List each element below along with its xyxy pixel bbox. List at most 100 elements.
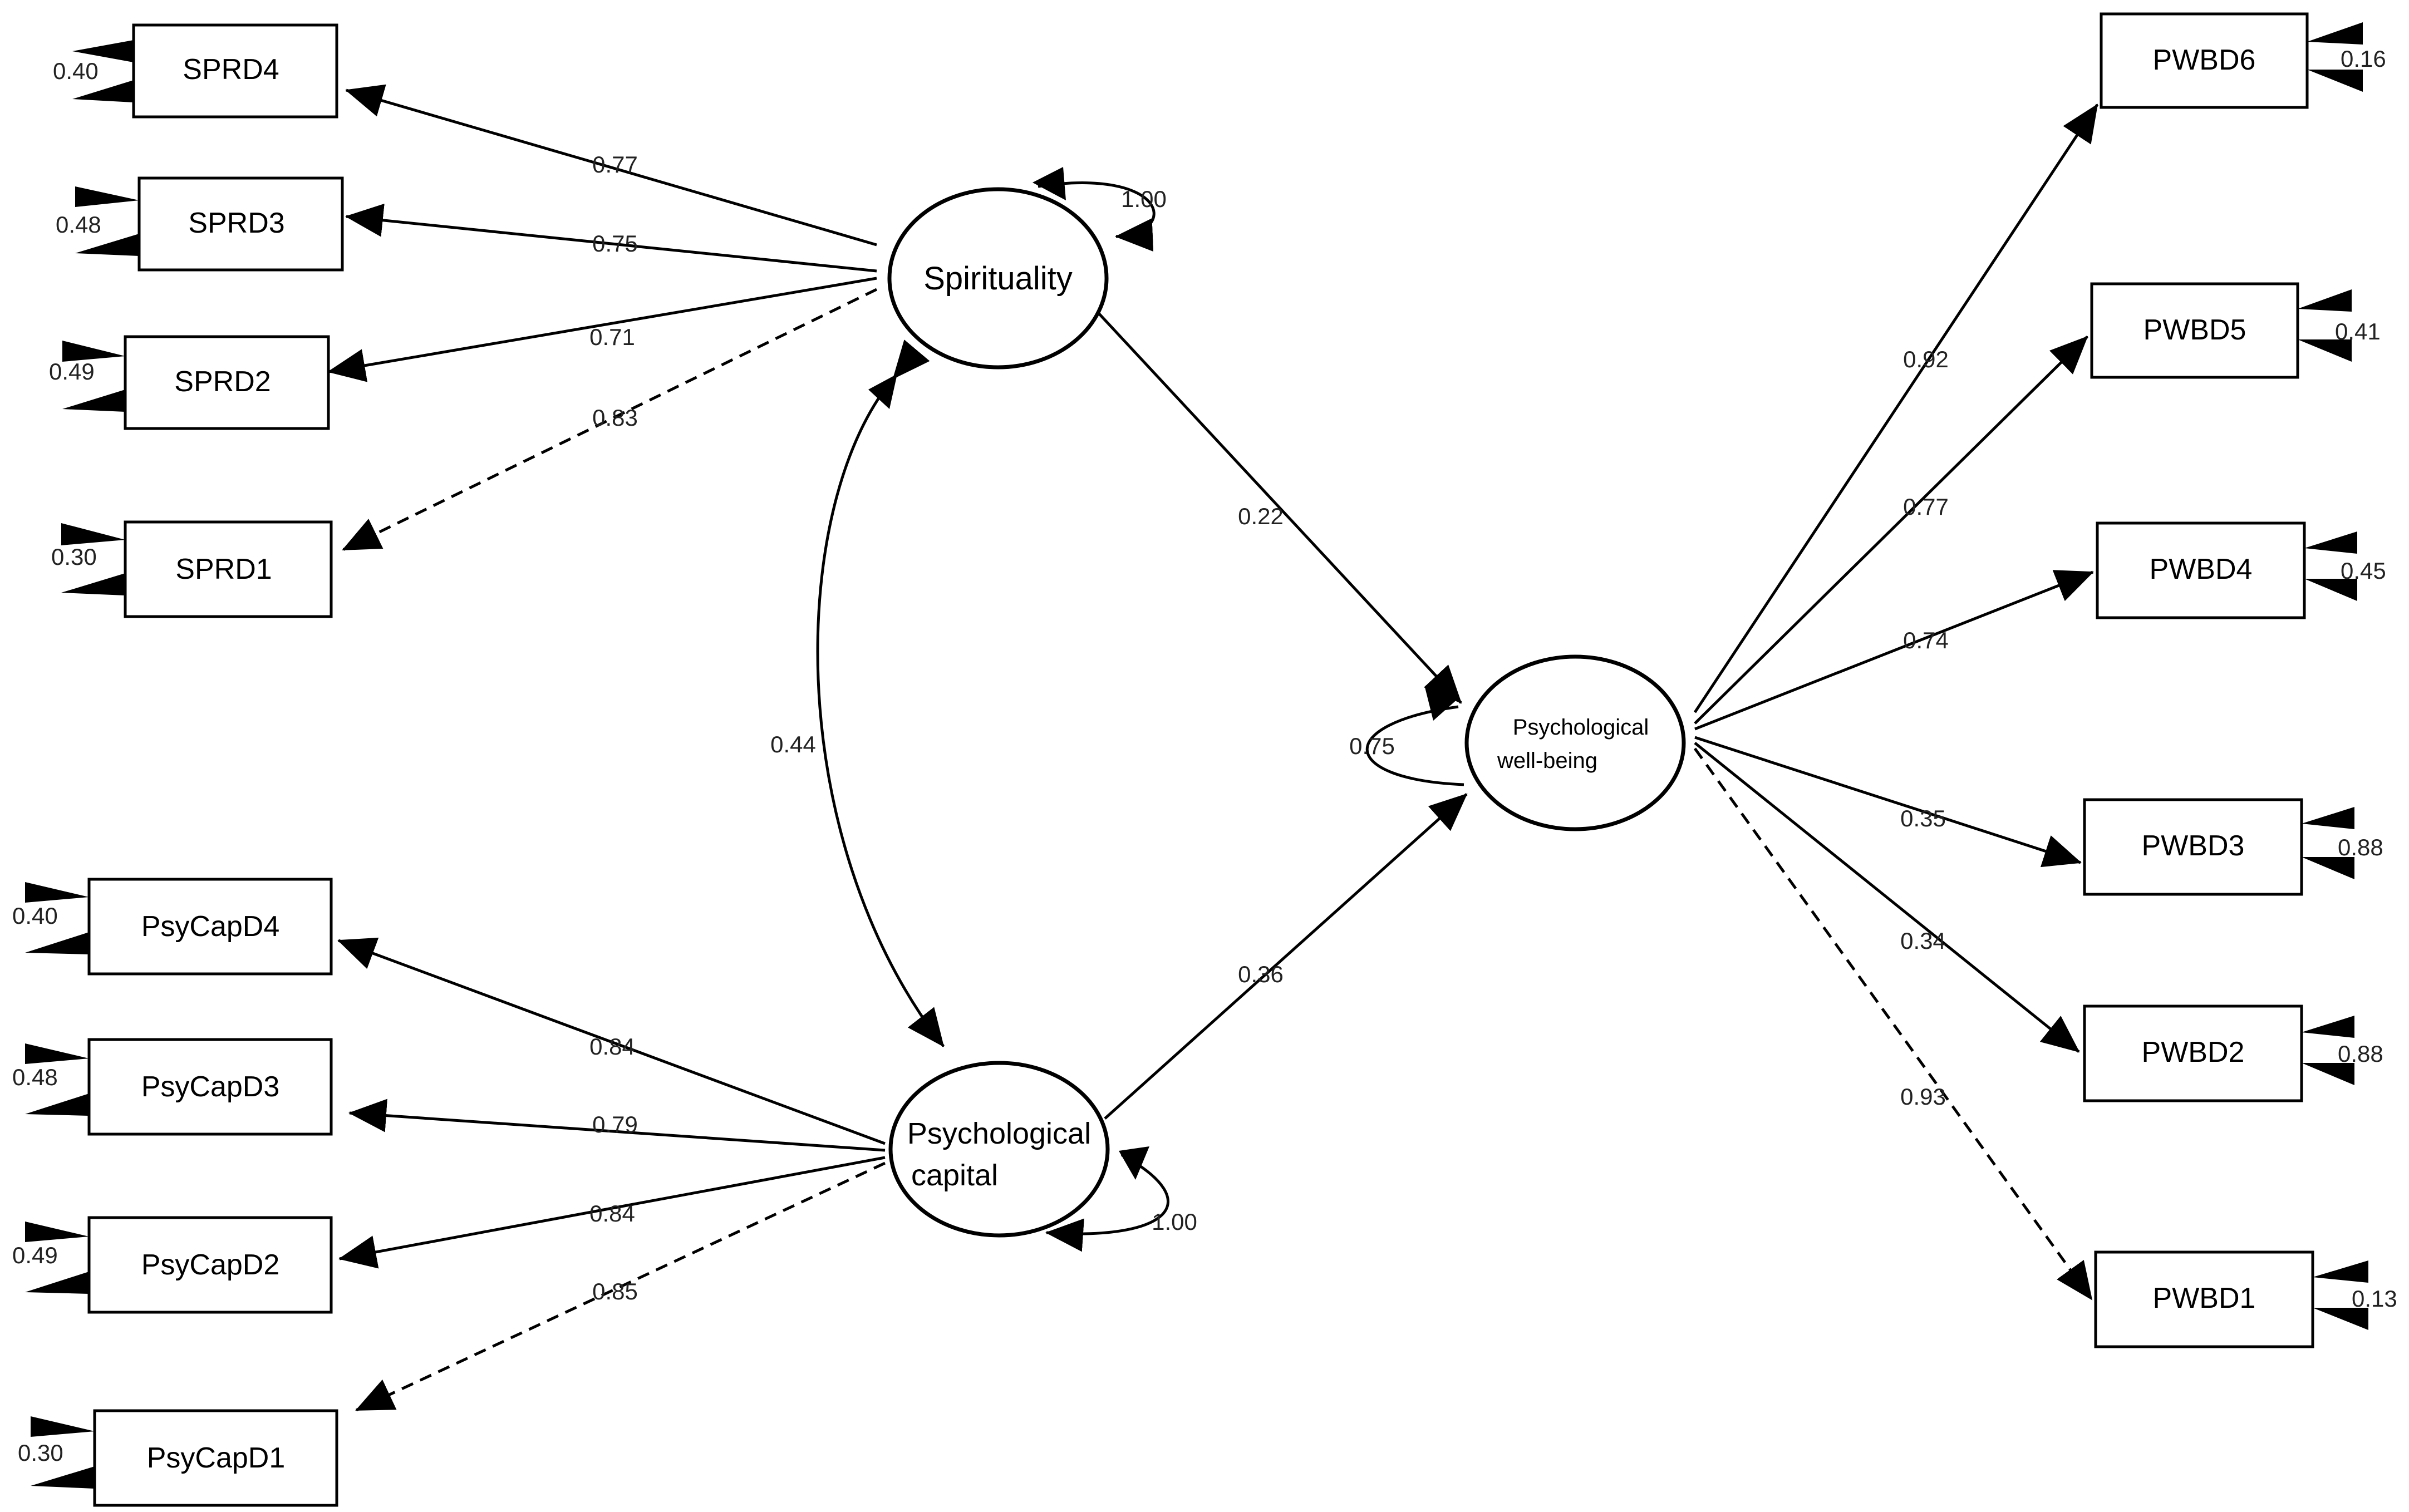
residual-pwbd3-arrow-bottom bbox=[2302, 857, 2354, 879]
residual-psycapd4-value: 0.40 bbox=[12, 903, 58, 929]
indicator-pwbd4-box bbox=[2096, 521, 2306, 619]
latent-pwb-label-line2: well-being bbox=[1497, 748, 1597, 773]
variance-spirituality-arrowhead bbox=[1033, 167, 1066, 200]
indicator-psycapd3-box bbox=[87, 1038, 333, 1136]
residual-sprd4-value: 0.40 bbox=[53, 58, 99, 84]
loading-psycapd2-path bbox=[338, 1156, 886, 1269]
residual-sprd3-value: 0.48 bbox=[56, 211, 101, 238]
indicator-pwbd1-label: PWBD1 bbox=[2153, 1282, 2256, 1314]
residual-sprd2-arrow-top bbox=[62, 341, 125, 362]
residual-pwbd3-value: 0.88 bbox=[2338, 834, 2383, 860]
loading-pwbd3-label: 0.35 bbox=[1900, 805, 1946, 831]
indicator-psycapd1-box bbox=[93, 1409, 338, 1507]
residual-psycapd2-arrow-bottom bbox=[25, 1272, 89, 1294]
loading-sprd1-label: 0.83 bbox=[592, 405, 638, 431]
residual-pwbd5-arrow-bottom bbox=[2298, 339, 2352, 362]
loading-pwbd4-path bbox=[1694, 570, 2094, 731]
loading-pwbd6-label: 0.92 bbox=[1903, 346, 1949, 372]
residual-psycapd1-arrow-top bbox=[31, 1416, 95, 1437]
loading-pwbd1-label: 0.93 bbox=[1900, 1083, 1946, 1110]
latent-psycap-label-line1: Psychological bbox=[907, 1117, 1091, 1150]
loading-psycapd4-label: 0.84 bbox=[589, 1033, 635, 1060]
residual-sprd4-arrow-bottom bbox=[72, 80, 134, 102]
indicator-psycapd4-box bbox=[87, 878, 333, 976]
indicator-pwbd3-label: PWBD3 bbox=[2142, 830, 2245, 862]
loading-psycapd1-label: 0.85 bbox=[592, 1278, 638, 1304]
variance-psycap-loop bbox=[1045, 1153, 1169, 1252]
residual-pwbd2-arrow-top bbox=[2302, 1016, 2354, 1038]
residual-sprd2-arrow-bottom bbox=[62, 390, 125, 412]
residual-psycapd2-value: 0.49 bbox=[12, 1242, 58, 1268]
structural-psycap-pwb-label: 0.36 bbox=[1238, 961, 1284, 987]
indicator-pwbd5-box bbox=[2090, 282, 2299, 379]
indicator-sprd4-box bbox=[132, 23, 338, 119]
residual-pwbd4-arrow-bottom bbox=[2304, 579, 2357, 601]
residual-sprd3-arrow-bottom bbox=[75, 234, 139, 256]
loading-pwbd4-label: 0.74 bbox=[1903, 627, 1949, 653]
residual-psycapd3-arrow-top bbox=[25, 1043, 89, 1064]
latent-pwb-label-line1: Psychological bbox=[1513, 715, 1649, 740]
residual-pwbd5-value: 0.41 bbox=[2335, 318, 2381, 344]
indicator-sprd3-label: SPRD3 bbox=[188, 207, 284, 239]
loading-psycapd2-label: 0.84 bbox=[589, 1200, 635, 1227]
loading-pwbd2-path bbox=[1694, 742, 2080, 1053]
loading-psycapd3-label: 0.79 bbox=[592, 1111, 638, 1137]
residual-sprd1-value: 0.30 bbox=[51, 544, 97, 570]
indicator-pwbd2-box bbox=[2083, 1004, 2303, 1102]
residual-psycapd3-arrow-bottom bbox=[25, 1094, 89, 1116]
residual-sprd3-arrow-top bbox=[75, 186, 139, 207]
residual-pwbd3-arrow-top bbox=[2302, 807, 2354, 829]
covariance-arc bbox=[816, 339, 945, 1047]
indicator-sprd4-label: SPRD4 bbox=[183, 53, 279, 86]
loading-sprd3-path bbox=[345, 203, 877, 273]
indicator-psycapd2-box bbox=[87, 1216, 333, 1314]
loading-psycapd3-path bbox=[348, 1099, 886, 1152]
variance-spirituality-label: 1.00 bbox=[1121, 186, 1167, 212]
structural-spirituality-pwb-path bbox=[1090, 304, 1462, 704]
covariance-label: 0.44 bbox=[770, 731, 816, 757]
residual-sprd1-arrow-bottom bbox=[61, 573, 125, 595]
residual-pwbd6-arrow-top bbox=[2307, 22, 2363, 45]
loading-pwbd2-label: 0.34 bbox=[1900, 928, 1946, 954]
variance-pwb-loop bbox=[1365, 705, 1464, 786]
indicator-pwbd6-label: PWBD6 bbox=[2153, 44, 2256, 76]
residual-pwbd4-arrow-top bbox=[2304, 531, 2357, 554]
loading-psycapd1-path bbox=[355, 1161, 886, 1412]
residual-pwbd4-value: 0.45 bbox=[2341, 558, 2386, 584]
indicator-sprd1-box bbox=[124, 520, 333, 618]
loading-sprd4-path bbox=[345, 84, 877, 247]
loading-pwbd5-label: 0.77 bbox=[1903, 494, 1949, 520]
loading-pwbd5-path bbox=[1694, 336, 2088, 725]
indicator-sprd2-box bbox=[124, 335, 330, 430]
loading-sprd4-label: 0.77 bbox=[592, 151, 638, 178]
loading-psycapd4-path bbox=[337, 937, 886, 1145]
latent-spirituality bbox=[887, 187, 1109, 370]
indicator-pwbd6-box bbox=[2100, 12, 2309, 109]
residual-pwbd2-value: 0.88 bbox=[2338, 1041, 2383, 1067]
loading-sprd2-path bbox=[327, 277, 877, 382]
latent-pwb bbox=[1464, 654, 1686, 831]
residual-psycapd1-value: 0.30 bbox=[18, 1440, 63, 1466]
indicator-psycapd2-label: PsyCapD2 bbox=[141, 1249, 280, 1281]
residual-pwbd1-value: 0.13 bbox=[2352, 1286, 2397, 1312]
loading-pwbd3-path bbox=[1694, 736, 2082, 868]
residual-psycapd2-arrow-top bbox=[25, 1222, 89, 1242]
loading-pwbd6-path bbox=[1693, 104, 2099, 713]
indicator-psycapd1-label: PsyCapD1 bbox=[147, 1442, 286, 1474]
indicator-sprd3-box bbox=[137, 176, 344, 272]
residual-pwbd5-arrow-top bbox=[2298, 289, 2352, 312]
residual-psycapd4-arrow-top bbox=[25, 882, 89, 903]
structural-psycap-pwb-path bbox=[1104, 793, 1468, 1120]
structural-spirituality-pwb-label: 0.22 bbox=[1238, 503, 1284, 529]
variance-psycap-arrowhead bbox=[1119, 1146, 1149, 1180]
residual-pwbd1-arrow-bottom bbox=[2313, 1308, 2368, 1330]
indicator-psycapd4-label: PsyCapD4 bbox=[141, 910, 280, 943]
loading-sprd3-label: 0.75 bbox=[592, 230, 638, 257]
residual-psycapd3-value: 0.48 bbox=[12, 1064, 58, 1090]
latent-psycap bbox=[888, 1061, 1110, 1238]
residual-psycapd1-arrow-bottom bbox=[31, 1466, 95, 1489]
residual-pwbd6-value: 0.16 bbox=[2341, 46, 2386, 72]
indicator-psycapd3-label: PsyCapD3 bbox=[141, 1071, 280, 1103]
variance-spirituality-loop bbox=[1038, 181, 1156, 252]
